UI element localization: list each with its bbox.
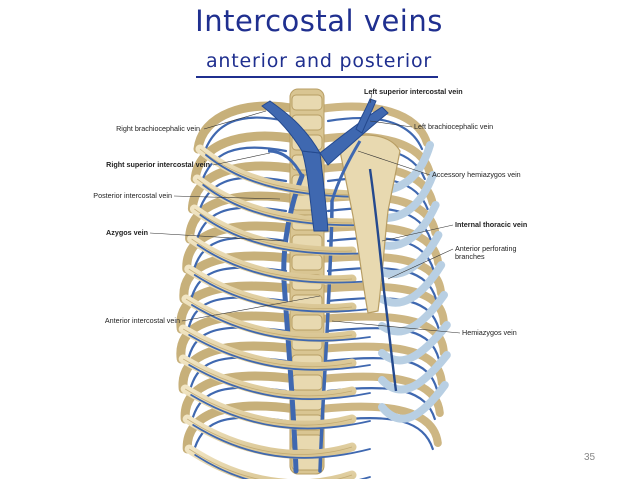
label-azygos-vein: Azygos vein <box>106 228 148 237</box>
rib-cage-drawing <box>149 88 461 484</box>
left-superior-intercostal-vein <box>355 98 377 134</box>
internal-thoracic-vein <box>368 168 398 392</box>
leader-lines <box>149 92 461 334</box>
page-number: 35 <box>584 452 596 463</box>
label-hemiazygos-vein: Hemiazygos vein <box>462 328 517 337</box>
label-accessory-hemiazygos-vein: Accessory hemiazygos vein <box>432 170 521 179</box>
right-brachiocephalic-vein <box>261 100 321 154</box>
label-left-superior-intercostal-vein: Left superior intercostal vein <box>364 87 463 96</box>
slide-subtitle: anterior and posterior <box>205 50 433 72</box>
slide-title: Intercostal veins <box>195 4 443 38</box>
label-right-superior-intercostal-vein: Right superior intercostal vein <box>106 160 210 169</box>
azygos-vein <box>281 173 305 474</box>
label-anterior-perforating-branches-line2: branches <box>455 252 485 261</box>
label-anterior-perforating-branches: Anterior perforating <box>455 244 517 253</box>
right-superior-intercostal-vein <box>267 149 304 177</box>
great-veins <box>261 98 389 232</box>
label-posterior-intercostal-vein: Posterior intercostal vein <box>93 191 172 200</box>
title-underline <box>196 76 438 78</box>
superior-vena-cava <box>301 150 329 232</box>
anterior-intercostal-veins <box>188 154 371 484</box>
posterior-ribs <box>176 101 301 454</box>
label-internal-thoracic-vein: Internal thoracic vein <box>455 220 528 229</box>
label-anterior-intercostal-vein: Anterior intercostal vein <box>104 316 180 325</box>
left-brachiocephalic-vein <box>319 106 389 166</box>
rib-cage-illustration: Left superior intercostal vein Right bra… <box>70 81 570 484</box>
accessory-hemiazygos-vein <box>330 140 362 202</box>
label-left-brachiocephalic-vein: Left brachiocephalic vein <box>414 122 494 131</box>
label-right-brachiocephalic-vein: Right brachiocephalic vein <box>116 124 200 133</box>
